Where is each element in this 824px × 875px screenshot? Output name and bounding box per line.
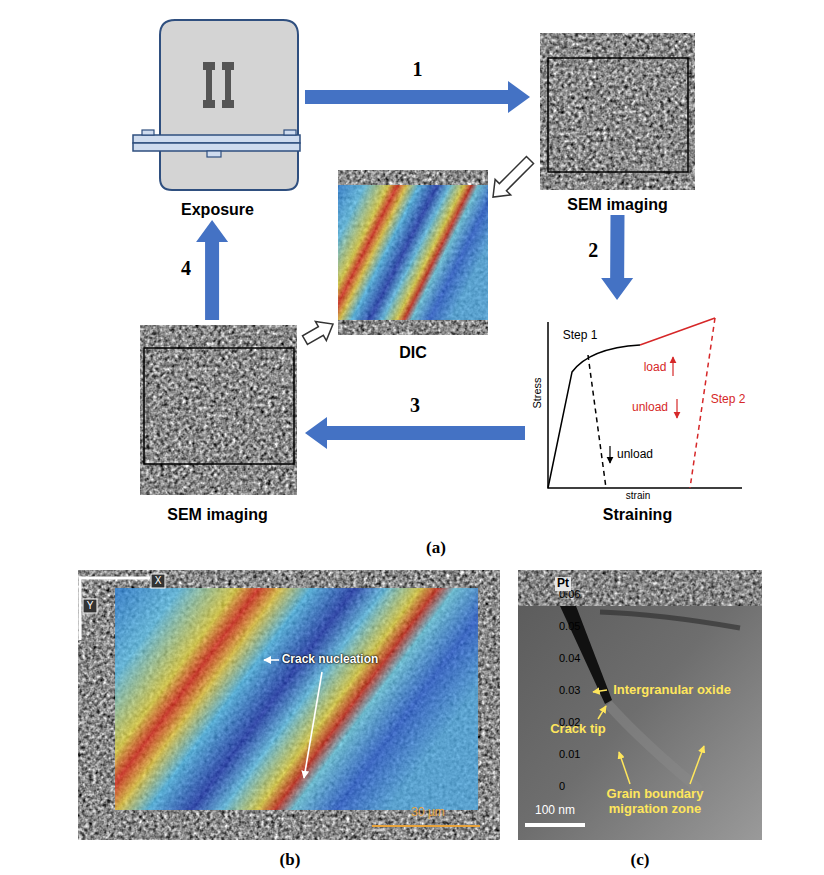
step-number: 3 xyxy=(410,393,420,416)
tem-image xyxy=(518,570,762,606)
exposure-chamber xyxy=(133,20,300,190)
exposure-chamber xyxy=(160,20,298,190)
exposure-chamber xyxy=(284,130,296,135)
step-number: 1 xyxy=(413,57,423,80)
dic-map xyxy=(338,185,488,320)
colorbar-tick: 0.06 xyxy=(559,588,580,601)
colorbar-tick: 0 xyxy=(559,780,565,793)
colorbar-tick: 0.05 xyxy=(559,620,580,633)
hollow-arrow xyxy=(493,157,534,198)
panel-label: (c) xyxy=(631,850,650,870)
axis-title: Stress xyxy=(531,377,544,408)
tem-image xyxy=(518,570,762,840)
tem-image xyxy=(619,752,630,784)
dic-map xyxy=(338,170,488,335)
step-number: 4 xyxy=(181,257,191,280)
dic-strain-map xyxy=(372,825,480,827)
dic-strain-map xyxy=(115,588,478,810)
sem-image xyxy=(140,325,297,495)
exposure-chamber xyxy=(207,151,221,157)
dic-map xyxy=(338,170,488,335)
dic-strain-map xyxy=(78,570,500,840)
exposure-step: Exposure xyxy=(130,15,305,220)
dic-step: DIC xyxy=(333,168,493,363)
tem-image xyxy=(518,570,762,840)
exposure-chamber xyxy=(142,130,154,135)
scale-bar-label: 100 nm xyxy=(535,804,575,818)
block-arrow xyxy=(601,215,633,300)
sem-image xyxy=(140,325,297,495)
axis-title: strain xyxy=(626,490,650,502)
axis-marker: Y xyxy=(87,600,94,612)
sem-image xyxy=(540,33,695,190)
tem-image xyxy=(560,606,612,704)
step-label: SEM imaging xyxy=(167,505,267,525)
callout-text: Grain boundary migration zone xyxy=(590,787,720,817)
step-label: DIC xyxy=(399,343,427,363)
scale-bar-label: 30 µm xyxy=(411,806,445,820)
chart-annotation: load xyxy=(644,361,667,375)
axis-marker: X xyxy=(155,575,162,587)
sem-image xyxy=(144,348,294,464)
exposure-chamber xyxy=(222,62,234,108)
callout-text: Crack nucleation xyxy=(282,653,379,667)
chart-annotation: unload xyxy=(632,401,668,415)
step-label: SEM imaging xyxy=(567,195,667,215)
callout-text: Crack tip xyxy=(550,722,606,737)
block-arrow xyxy=(196,220,228,320)
dic-strain-map xyxy=(304,672,322,778)
colorbar-tick: 0.04 xyxy=(559,652,580,665)
dic-strain-map xyxy=(80,578,150,640)
sem-imaging-step: SEM imaging xyxy=(130,320,305,525)
panel-label: (b) xyxy=(280,850,301,870)
stress-strain-chart xyxy=(676,399,677,418)
tem-image xyxy=(598,706,606,719)
sem-image xyxy=(548,58,688,172)
stress-strain-chart xyxy=(640,318,715,345)
stress-strain-chart xyxy=(548,318,742,488)
stress-strain-chart xyxy=(548,322,742,488)
sem-imaging-step: SEM imaging xyxy=(530,30,705,215)
stress-strain-chart xyxy=(690,318,715,488)
dic-strain-map xyxy=(264,659,279,661)
tem-image xyxy=(600,612,740,628)
colorbar-tick: 0.03 xyxy=(559,684,580,697)
chart-annotation: Step 2 xyxy=(711,393,746,407)
layer-label: Pt xyxy=(555,577,571,591)
block-arrow xyxy=(305,81,530,113)
chart-annotation: Step 1 xyxy=(563,329,598,343)
dic-strain-map xyxy=(83,599,97,613)
exposure-chamber xyxy=(133,135,300,143)
colorbar-tick: 0.01 xyxy=(559,748,580,761)
stress-strain-chart xyxy=(548,345,640,488)
straining-step: Straining xyxy=(525,300,750,525)
tem-image xyxy=(608,704,700,790)
chart-annotation: unload xyxy=(617,448,653,462)
sem-image xyxy=(540,33,695,190)
stress-strain-chart xyxy=(588,355,606,488)
tem-image xyxy=(690,746,704,784)
block-arrow xyxy=(305,417,525,449)
stress-strain-chart xyxy=(672,357,673,376)
exposure-chamber xyxy=(133,143,300,151)
colorbar-tick: 0.02 xyxy=(559,716,580,729)
hollow-arrow xyxy=(303,321,333,344)
dic-strain-map xyxy=(78,570,500,840)
step-label: Straining xyxy=(603,505,672,525)
exposure-chamber xyxy=(203,62,215,108)
step-number: 2 xyxy=(588,238,598,261)
callout-text: Intergranular oxide xyxy=(613,683,731,698)
dic-strain-map xyxy=(151,574,165,588)
tem-image xyxy=(525,823,585,827)
stress-strain-chart xyxy=(609,446,610,463)
tem-image xyxy=(593,690,607,692)
panel-label: (a) xyxy=(426,538,446,558)
step-label: Exposure xyxy=(181,200,254,220)
